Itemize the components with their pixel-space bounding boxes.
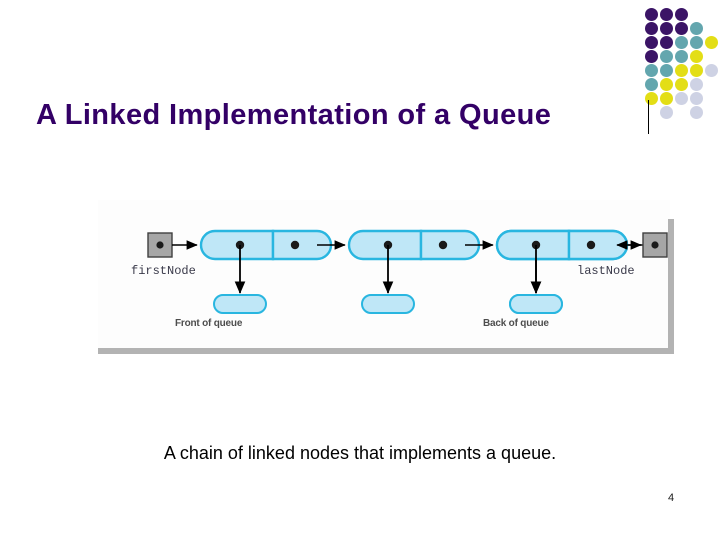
decorative-dot	[660, 106, 673, 119]
decorative-dot	[660, 78, 673, 91]
decorative-dot	[705, 64, 718, 77]
decorative-dot	[675, 92, 688, 105]
decorative-dot	[675, 8, 688, 21]
decorative-dot	[660, 92, 673, 105]
list-node	[199, 229, 333, 261]
decorative-dot	[675, 78, 688, 91]
decorative-dot	[690, 106, 703, 119]
decorative-dot	[690, 78, 703, 91]
decorative-dot	[660, 36, 673, 49]
panel-shadow-right	[668, 219, 674, 354]
decorative-dot	[645, 8, 658, 21]
dot-grid-decoration	[645, 8, 718, 119]
decorative-dot	[660, 8, 673, 21]
decorative-dot	[645, 36, 658, 49]
figure-caption: A chain of linked nodes that implements …	[163, 443, 557, 463]
decorative-dot	[645, 78, 658, 91]
decorative-dot	[690, 64, 703, 77]
decorative-dot	[690, 36, 703, 49]
decorative-dot	[690, 92, 703, 105]
decorative-dot	[675, 36, 688, 49]
decorative-dot	[675, 50, 688, 63]
decorative-dot	[645, 64, 658, 77]
panel-shadow-bottom	[98, 348, 674, 354]
data-box	[213, 294, 267, 314]
page-title: A Linked Implementation of a Queue	[36, 99, 552, 131]
decorative-dot	[660, 64, 673, 77]
first-node-pointer-box	[147, 232, 173, 258]
first-node-label: firstNode	[131, 264, 196, 278]
figure-panel	[98, 200, 670, 348]
last-node-label: lastNode	[577, 264, 635, 278]
page-number: 4	[668, 492, 675, 504]
decorative-dot	[645, 22, 658, 35]
decorative-dot	[645, 50, 658, 63]
decorative-dot	[660, 22, 673, 35]
data-box	[509, 294, 563, 314]
decorative-dot	[675, 22, 688, 35]
decorative-dot	[690, 50, 703, 63]
decorative-dot	[660, 50, 673, 63]
back-of-queue-label: Back of queue	[483, 318, 549, 329]
list-node	[495, 229, 629, 261]
front-of-queue-label: Front of queue	[175, 318, 243, 329]
text-cursor-caret	[648, 100, 649, 134]
data-box	[361, 294, 415, 314]
last-node-pointer-box	[642, 232, 668, 258]
decorative-dot	[690, 22, 703, 35]
decorative-dot	[675, 64, 688, 77]
decorative-dot	[705, 36, 718, 49]
list-node	[347, 229, 481, 261]
last-node-group	[495, 229, 668, 314]
